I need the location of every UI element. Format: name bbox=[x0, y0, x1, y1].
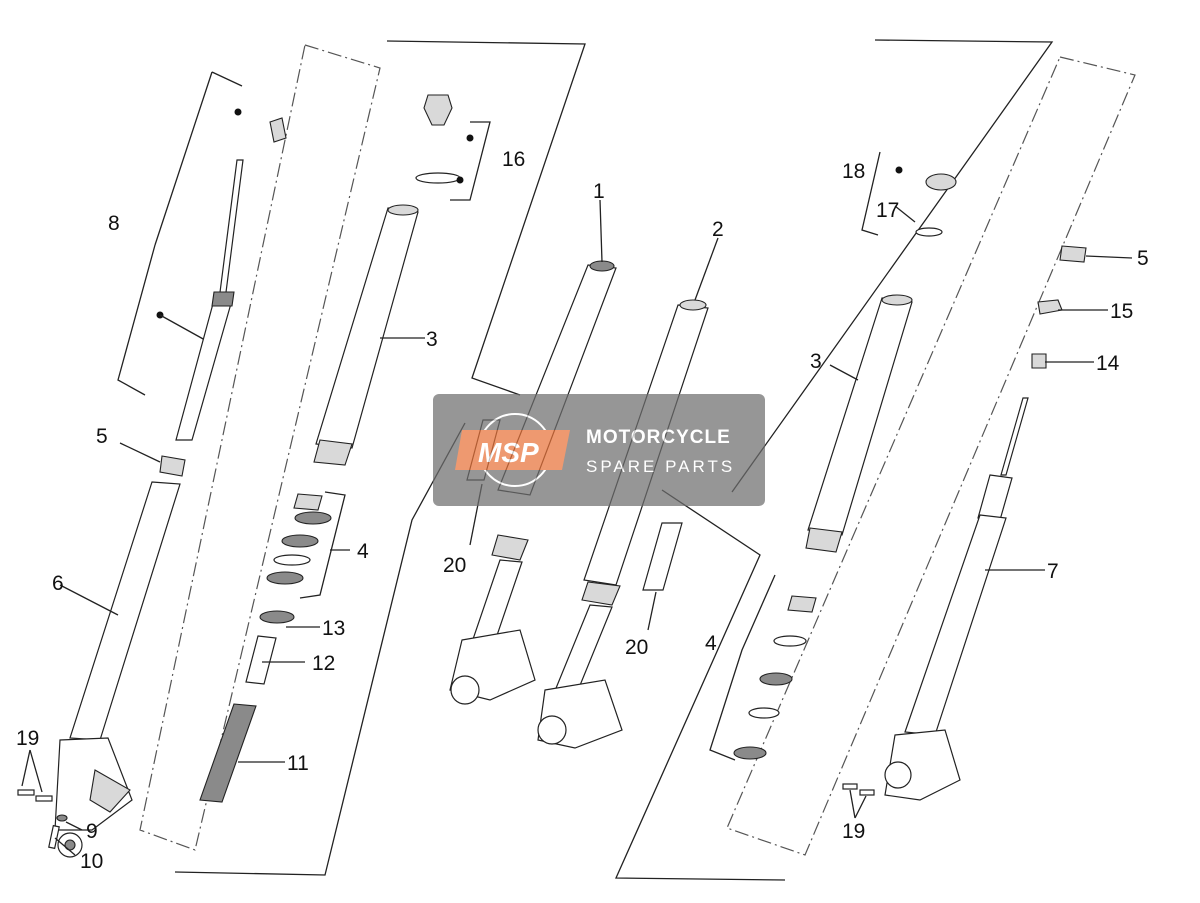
part-6-slider-left bbox=[54, 455, 186, 858]
callout-5-right: 5 bbox=[1137, 247, 1149, 270]
center-frame-right bbox=[731, 39, 1054, 493]
part-3-tube-left bbox=[313, 204, 419, 466]
part-11-spring bbox=[199, 703, 257, 803]
watermark-line-2: SPARE PARTS bbox=[586, 457, 735, 476]
callout-17: 17 bbox=[876, 199, 899, 222]
callout-7: 7 bbox=[1047, 560, 1059, 583]
part-18-top-cap-right bbox=[861, 151, 957, 236]
callout-3-right: 3 bbox=[810, 350, 822, 373]
callout-labels: 1 2 3 3 4 4 5 5 6 7 8 9 10 11 12 13 14 1… bbox=[16, 148, 1149, 873]
part-7-slider-right bbox=[884, 397, 1029, 801]
callout-9: 9 bbox=[86, 820, 98, 843]
callout-1: 1 bbox=[593, 180, 605, 203]
callout-10: 10 bbox=[80, 850, 103, 873]
center-frame-left-bottom bbox=[174, 422, 466, 876]
part-9-washer bbox=[56, 814, 68, 822]
part-13-ring bbox=[259, 610, 295, 624]
watermark-logo-badge bbox=[455, 430, 570, 470]
callout-4-right: 4 bbox=[705, 632, 717, 655]
callout-2: 2 bbox=[712, 218, 724, 241]
part-5-bushing-right bbox=[1059, 245, 1087, 263]
callout-4-left: 4 bbox=[357, 540, 369, 563]
part-3-tube-right bbox=[805, 294, 913, 553]
center-frame-left bbox=[386, 40, 586, 396]
callout-6: 6 bbox=[52, 572, 64, 595]
callout-19-right: 19 bbox=[842, 820, 865, 843]
part-14-nut bbox=[1031, 353, 1047, 369]
callout-3-left: 3 bbox=[426, 328, 438, 351]
part-17-oring-right bbox=[915, 227, 943, 237]
callout-20-left: 20 bbox=[443, 554, 466, 577]
part-19-screws-right bbox=[842, 783, 875, 819]
watermark-line-1: MOTORCYCLE bbox=[586, 427, 731, 448]
callout-20-right: 20 bbox=[625, 636, 648, 659]
part-10-bolt bbox=[48, 824, 60, 850]
callout-12: 12 bbox=[312, 652, 335, 675]
watermark-panel bbox=[433, 394, 765, 506]
part-12-spacer bbox=[245, 635, 277, 685]
part-8-cartridge bbox=[117, 71, 287, 441]
callout-16: 16 bbox=[502, 148, 525, 171]
callout-11: 11 bbox=[287, 752, 309, 775]
part-20-band-right bbox=[642, 522, 683, 591]
callout-19-left: 19 bbox=[16, 727, 39, 750]
watermark-logo-text: MSP bbox=[478, 437, 539, 468]
callout-18: 18 bbox=[842, 160, 865, 183]
watermark: MSP MOTORCYCLE SPARE PARTS bbox=[433, 394, 765, 506]
left-group-frame bbox=[139, 44, 381, 851]
callout-13: 13 bbox=[322, 617, 345, 640]
right-group-frame bbox=[726, 56, 1136, 856]
part-15-plate bbox=[1037, 299, 1063, 315]
callout-15: 15 bbox=[1110, 300, 1133, 323]
callout-8: 8 bbox=[108, 212, 120, 235]
callout-14: 14 bbox=[1096, 352, 1120, 375]
part-4-seal-stack-left bbox=[266, 491, 346, 599]
callout-5-left: 5 bbox=[96, 425, 108, 448]
center-frame-right-bottom bbox=[615, 489, 786, 881]
part-16-top-cap bbox=[415, 94, 491, 201]
leader-lines bbox=[54, 199, 1133, 856]
part-4-seal-stack-right bbox=[709, 574, 817, 761]
part-19-screws-left bbox=[17, 749, 53, 802]
